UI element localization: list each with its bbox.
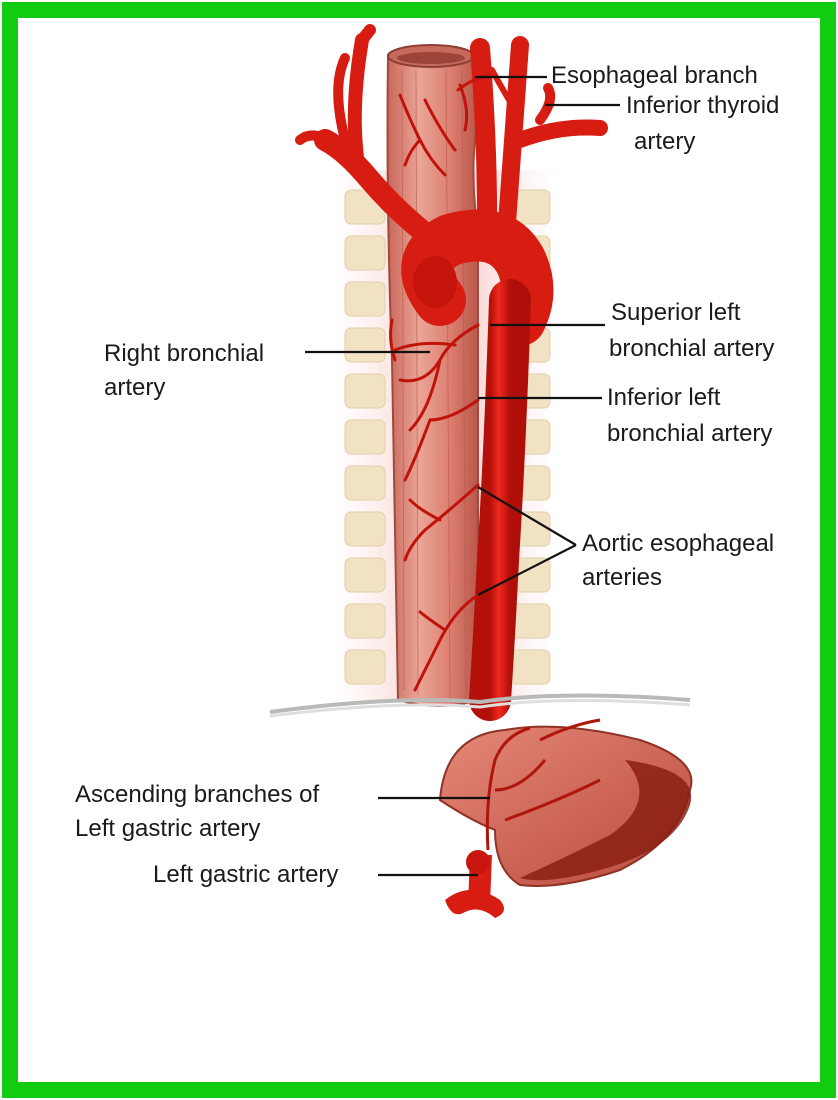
celiac-trunk	[445, 850, 504, 918]
label-right-bronchial-artery-line1: Right bronchial	[104, 340, 264, 367]
label-superior-left-bronchial-artery-line2: bronchial artery	[609, 335, 774, 362]
label-inferior-thyroid-artery-line1: Inferior thyroid	[626, 92, 779, 119]
label-ascending-branches-line1: Ascending branches of	[75, 781, 319, 808]
label-inferior-thyroid-artery-line2: artery	[634, 128, 695, 155]
label-superior-left-bronchial-artery-line1: Superior left	[611, 299, 741, 326]
label-inferior-left-bronchial-artery-line2: bronchial artery	[607, 420, 772, 447]
label-aortic-esophageal-arteries-line1: Aortic esophageal	[582, 530, 774, 557]
label-esophageal-branch: Esophageal branch	[551, 62, 758, 89]
label-ascending-branches-line2: Left gastric artery	[75, 815, 260, 842]
label-aortic-esophageal-arteries-line2: arteries	[582, 564, 662, 591]
label-left-gastric-artery: Left gastric artery	[153, 861, 338, 888]
label-right-bronchial-artery-line2: artery	[104, 374, 165, 401]
label-inferior-left-bronchial-artery-line1: Inferior left	[607, 384, 721, 411]
